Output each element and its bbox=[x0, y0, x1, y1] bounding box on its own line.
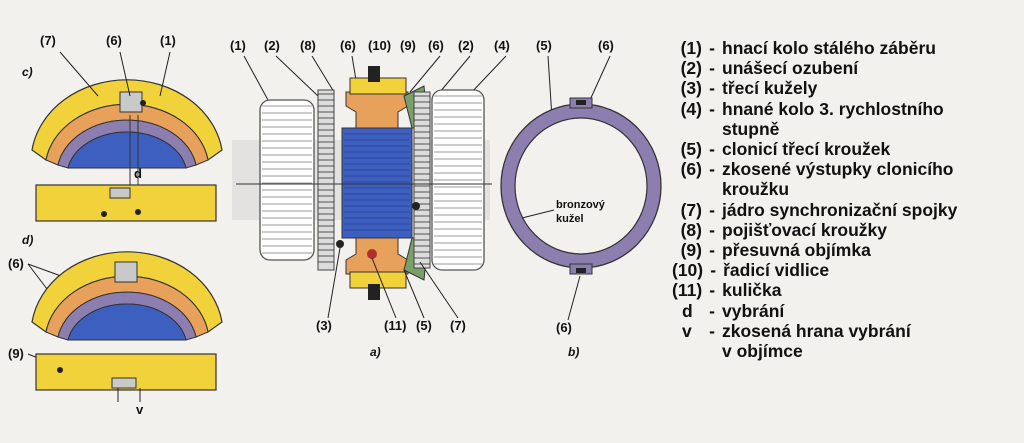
legend-number: (5) bbox=[680, 139, 702, 160]
callout-d-6: (6) bbox=[8, 256, 24, 271]
bronze-label-1: bronzový bbox=[556, 199, 606, 211]
legend-separator: - bbox=[709, 159, 715, 180]
callout-a-7: (7) bbox=[450, 318, 466, 333]
callout-d-9: (9) bbox=[8, 346, 24, 361]
legend-number: (11) bbox=[672, 280, 703, 301]
legend-number: d bbox=[682, 300, 693, 321]
callout-a-8: (8) bbox=[300, 38, 316, 53]
legend-item: (10)-řadicí vidlice bbox=[672, 260, 1022, 280]
legend-number: (3) bbox=[680, 78, 702, 99]
legend-text: zkosené výstupky clonicího bbox=[722, 159, 954, 180]
legend-text: třecí kužely bbox=[722, 78, 818, 99]
legend-item: (2)-unášecí ozubení bbox=[672, 58, 1022, 78]
legend-separator: - bbox=[709, 240, 715, 261]
legend-text: vybrání bbox=[722, 300, 785, 321]
callout-a-6: (6) bbox=[340, 38, 356, 53]
view-b-label: b) bbox=[568, 345, 579, 359]
a-blue-hub bbox=[341, 127, 413, 239]
callout-d-v: v bbox=[136, 402, 144, 417]
callout-a-2b: (2) bbox=[458, 38, 474, 53]
legend-number: (7) bbox=[680, 199, 702, 220]
legend-text-continuation: stupně bbox=[722, 118, 780, 139]
legend-number: (1) bbox=[680, 38, 702, 58]
callout-b-5: (5) bbox=[536, 38, 552, 53]
legend-separator: - bbox=[709, 58, 715, 79]
legend-item: (5)-clonicí třecí kroužek bbox=[672, 139, 1022, 159]
legend-text: clonicí třecí kroužek bbox=[722, 139, 891, 160]
legend-text: hnací kolo stálého záběru bbox=[722, 38, 936, 58]
legend-separator: - bbox=[709, 199, 715, 220]
legend-text-continuation: v objímce bbox=[722, 341, 803, 362]
legend-text: kulička bbox=[722, 280, 782, 301]
c-gray-tooth bbox=[119, 91, 143, 113]
callout-a-4: (4) bbox=[494, 38, 510, 53]
callout-c-6: (6) bbox=[106, 33, 122, 48]
b-ring-inner bbox=[514, 117, 648, 255]
legend-item: (11)-kulička bbox=[672, 280, 1022, 300]
legend-item: (6)-zkosené výstupky clonicího bbox=[672, 159, 1022, 179]
legend-separator: - bbox=[709, 219, 715, 240]
view-a: (1) (2) (8) (6) (10) (9) (6) (2) (4) bbox=[230, 38, 510, 359]
legend-item: (4)-hnané kolo 3. rychlostního bbox=[672, 99, 1022, 119]
callout-c-7: (7) bbox=[40, 33, 56, 48]
legend-separator: - bbox=[709, 139, 715, 160]
view-a-label: a) bbox=[370, 345, 381, 359]
legend-separator: - bbox=[709, 38, 715, 58]
legend-separator: - bbox=[709, 78, 715, 99]
legend-number: (2) bbox=[680, 58, 702, 79]
callout-b-6b: (6) bbox=[556, 320, 572, 335]
legend-number: (4) bbox=[680, 98, 702, 119]
legend-text: hnané kolo 3. rychlostního bbox=[722, 98, 944, 119]
callout-c-d: d bbox=[134, 166, 142, 181]
a-left-gear bbox=[259, 99, 315, 261]
legend-text: zkosená hrana vybrání bbox=[722, 320, 911, 341]
legend-number: (9) bbox=[680, 240, 702, 261]
legend-number: (8) bbox=[680, 219, 702, 240]
legend-item: (8)-pojišťovací kroužky bbox=[672, 220, 1022, 240]
legend-separator: - bbox=[709, 320, 715, 341]
legend-separator: - bbox=[709, 98, 715, 119]
legend-item: (9)-přesuvná objímka bbox=[672, 240, 1022, 260]
legend-text: pojišťovací kroužky bbox=[722, 219, 887, 240]
callout-c-1: (1) bbox=[160, 33, 176, 48]
view-b: (5) (6) bronzový kužel (6) b) bbox=[500, 38, 662, 359]
view-d: d) (6) (9) v bbox=[8, 233, 223, 417]
legend-item: v-zkosená hrana vybrání bbox=[672, 321, 1022, 341]
legend-separator: - bbox=[710, 260, 717, 281]
legend-item: (7)-jádro synchronizační spojky bbox=[672, 200, 1022, 220]
legend: (1)-hnací kolo stálého záběru(2)-unášecí… bbox=[672, 38, 1022, 361]
legend-separator: - bbox=[709, 280, 716, 301]
c-ball bbox=[140, 100, 146, 106]
view-d-label: d) bbox=[22, 233, 33, 247]
legend-separator: - bbox=[709, 300, 715, 321]
view-c: c) (7) (6) (1) d bbox=[22, 33, 223, 222]
legend-item: d-vybrání bbox=[672, 301, 1022, 321]
callout-a-2: (2) bbox=[264, 38, 280, 53]
callout-a-5: (5) bbox=[416, 318, 432, 333]
callout-a-9: (9) bbox=[400, 38, 416, 53]
legend-number: (10) bbox=[672, 260, 704, 281]
callout-a-6b: (6) bbox=[428, 38, 444, 53]
callout-a-3: (3) bbox=[316, 318, 332, 333]
legend-text-continuation: kroužku bbox=[722, 179, 790, 200]
legend-text: jádro synchronizační spojky bbox=[722, 199, 958, 220]
legend-number: v bbox=[682, 320, 692, 341]
legend-item: (1)-hnací kolo stálého záběru bbox=[672, 38, 1022, 58]
legend-text: řadicí vidlice bbox=[723, 260, 830, 281]
callout-a-1: (1) bbox=[230, 38, 246, 53]
legend-item: (3)-třecí kužely bbox=[672, 78, 1022, 98]
legend-text: přesuvná objímka bbox=[722, 240, 871, 261]
callout-b-6: (6) bbox=[598, 38, 614, 53]
view-c-label: c) bbox=[22, 65, 33, 79]
bronze-label-2: kužel bbox=[556, 213, 584, 225]
legend-number: (6) bbox=[680, 159, 702, 180]
legend-text: unášecí ozubení bbox=[722, 58, 859, 79]
callout-a-11: (11) bbox=[384, 318, 406, 333]
callout-a-10: (10) bbox=[368, 38, 391, 53]
